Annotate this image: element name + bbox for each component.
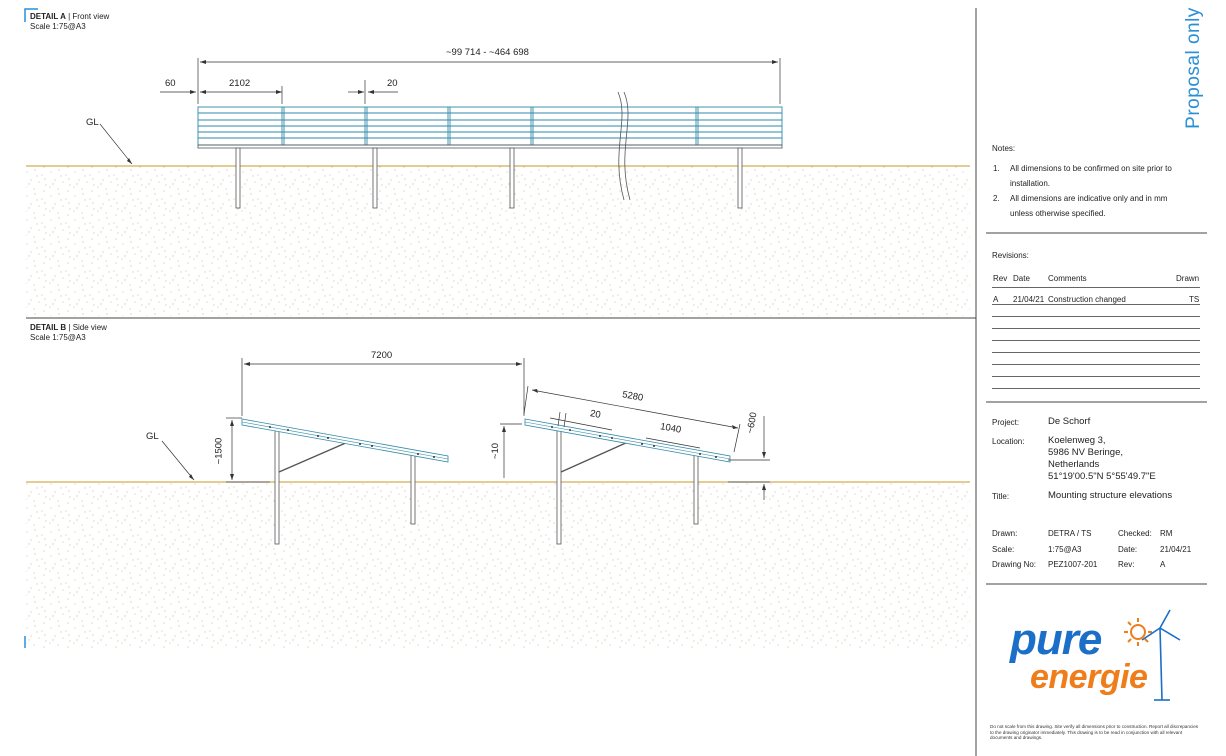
posts-front <box>235 147 743 209</box>
logo-word-pure: pure <box>1009 615 1102 664</box>
detail-b-scale: Scale 1:75@A3 <box>30 333 86 342</box>
soil-b <box>26 482 970 648</box>
note-2-num: 2. <box>993 194 1000 203</box>
project-label: Project: <box>992 418 1020 427</box>
gl-leader-arrow-a <box>127 158 132 164</box>
gl-leader-b <box>161 440 195 481</box>
location-line-2: 5986 NV Beringe, <box>1048 447 1123 458</box>
dim-gap: 20 <box>387 78 398 89</box>
note-1-num: 1. <box>993 164 1000 173</box>
rev-header-drawn: Drawn <box>1176 274 1200 283</box>
table-structure-2 <box>524 418 731 545</box>
detail-a-scale: Scale 1:75@A3 <box>30 22 86 31</box>
rev-row-rule <box>992 304 1200 305</box>
checked-label: Checked: <box>1118 529 1152 538</box>
date-label: Date: <box>1118 545 1138 554</box>
rev-header-date: Date <box>1013 274 1030 283</box>
dimension-lines-b <box>226 358 770 500</box>
gl-leader-a <box>99 123 133 165</box>
rev-blank-rule <box>992 352 1200 353</box>
note-1-line1: All dimensions to be confirmed on site p… <box>1010 164 1172 173</box>
rev-blank-rule <box>992 328 1200 329</box>
note-2-line2: unless otherwise specified. <box>1010 209 1106 218</box>
ground-label-b: GL <box>146 431 159 442</box>
table-bolts-2 <box>551 426 717 458</box>
location-line-1: Koelenweg 3, <box>1048 435 1106 446</box>
note-1-line2: installation. <box>1010 179 1051 188</box>
dim-height: ~1500 <box>213 437 225 465</box>
project-value: De Schorf <box>1048 416 1091 427</box>
rail-front <box>197 144 783 149</box>
location-label: Location: <box>992 437 1025 446</box>
corner-mark-top <box>24 8 38 22</box>
table-structure-1 <box>241 418 449 545</box>
location-line-3: Netherlands <box>1048 459 1100 470</box>
proposal-label: Proposal only <box>1183 7 1204 129</box>
wind-turbine-icon <box>1141 609 1181 701</box>
notes-title: Notes: <box>992 144 1016 153</box>
dimension-lines-a <box>160 58 781 104</box>
dim-clearance: ~10 <box>490 442 502 460</box>
ground-label-a: GL <box>86 117 99 128</box>
detail-b-title: DETAIL B <box>30 323 67 332</box>
rev-header-rev: Rev <box>993 274 1008 283</box>
rev-row-rev: A <box>993 295 999 304</box>
rev-blank-rule <box>992 340 1200 341</box>
rev-row-comments: Construction changed <box>1048 295 1126 304</box>
dimension-arrows-a <box>190 60 778 94</box>
drawing-no-label: Drawing No: <box>992 560 1037 569</box>
break-line <box>617 91 625 201</box>
detail-b-heading: DETAIL B | Side view <box>30 323 107 332</box>
note-2-line1: All dimensions are indicative only and i… <box>1010 194 1168 203</box>
detail-a-subtitle: Front view <box>72 12 110 21</box>
dim-row-pitch: 7200 <box>371 350 393 361</box>
drawn-value: DETRA / TS <box>1048 529 1092 538</box>
rev-label: Rev: <box>1118 560 1135 569</box>
break-line <box>623 91 631 201</box>
rev-row-date: 21/04/21 <box>1013 295 1045 304</box>
title-label: Title: <box>992 492 1010 501</box>
dim-module: 2102 <box>229 78 251 89</box>
dim-overall: ~99 714 - ~464 698 <box>446 47 529 58</box>
drawing-no-value: PEZ1007-201 <box>1048 560 1098 569</box>
proposal-stamp: Proposal only <box>1183 6 1205 130</box>
sun-icon <box>1124 618 1152 646</box>
rev-value: A <box>1160 560 1166 569</box>
drawn-label: Drawn: <box>992 529 1018 538</box>
dim-module-gap: 20 <box>589 408 602 421</box>
detail-a-title: DETAIL A <box>30 12 66 21</box>
rev-header-rule <box>992 287 1200 288</box>
scale-value: 1:75@A3 <box>1048 545 1082 554</box>
rev-blank-rule <box>992 316 1200 317</box>
rev-blank-rule <box>992 364 1200 365</box>
revisions-title: Revisions: <box>992 251 1029 260</box>
rev-row-drawn: TS <box>1189 295 1200 304</box>
checked-value: RM <box>1160 529 1173 538</box>
detail-a-heading: DETAIL A | Front view <box>30 12 110 21</box>
gl-leader-arrow-b <box>189 474 194 480</box>
logo-word-energie: energie <box>1030 658 1147 696</box>
date-value: 21/04/21 <box>1160 545 1192 554</box>
scale-label: Scale: <box>992 545 1015 554</box>
rev-blank-rule <box>992 376 1200 377</box>
table-bolts-1 <box>269 426 435 458</box>
detail-b-subtitle: Side view <box>72 323 107 332</box>
location-line-4: 51°19'00.5"N 5°55'49.7"E <box>1048 471 1156 482</box>
panel-row-front <box>197 106 783 146</box>
soil-a <box>26 166 970 316</box>
title-value: Mounting structure elevations <box>1048 490 1173 501</box>
rev-header-comments: Comments <box>1048 274 1087 283</box>
disclaimer-text: Do not scale from this drawing. Site ver… <box>990 724 1199 741</box>
dim-edge: 60 <box>165 78 176 89</box>
dimension-arrows-b <box>230 362 766 490</box>
pure-energie-logo: pure energie <box>1009 609 1181 701</box>
rev-blank-rule <box>992 388 1200 389</box>
